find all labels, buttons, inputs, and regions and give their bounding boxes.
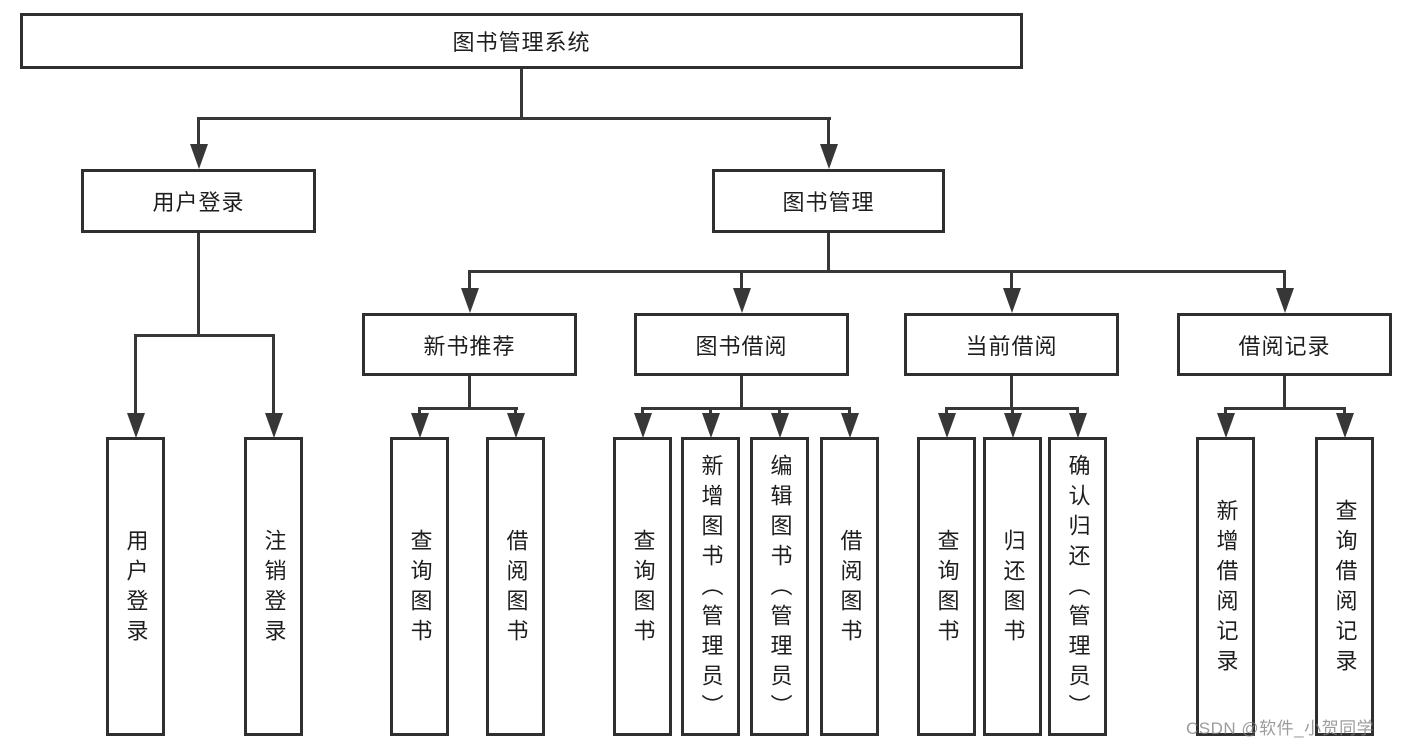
arrowhead-down-icon (820, 144, 838, 169)
arrowhead-down-icon (771, 413, 789, 438)
node-book-management-system: 图书管理系统 (20, 13, 1023, 69)
leaf-add-borrow-record: 新增借阅记录 (1196, 437, 1255, 736)
leaf-borrow-books: 借阅图书 (820, 437, 879, 736)
connector-drop-line (418, 407, 421, 417)
arrowhead-down-icon (1336, 413, 1354, 438)
arrowhead-down-icon (841, 413, 859, 438)
arrowhead-down-icon (938, 413, 956, 438)
connector-group-stem (1010, 376, 1013, 410)
connector-drop-line (514, 407, 517, 417)
arrowhead-down-icon (265, 413, 283, 438)
connector-drop-line (1283, 270, 1286, 290)
connector-userlogin-hline (134, 334, 275, 337)
connector-drop-line (134, 334, 137, 414)
leaf-user-login: 用户登录 (106, 437, 165, 736)
arrowhead-down-icon (127, 413, 145, 438)
connector-drop-line (778, 407, 781, 417)
leaf-query-books: 查询图书 (390, 437, 449, 736)
connector-drop-line (1343, 407, 1346, 417)
csdn-watermark: CSDN @软件_小贺同学 (1186, 719, 1375, 738)
arrowhead-down-icon (507, 413, 525, 438)
node-current-borrowing: 当前借阅 (904, 313, 1119, 376)
connector-group-hline (641, 407, 851, 410)
connector-drop-line (272, 334, 275, 414)
connector-group-hline (1224, 407, 1346, 410)
arrowhead-down-icon (461, 288, 479, 313)
connector-bookmgmt-hline (468, 270, 1285, 273)
connector-drop-line (1076, 407, 1079, 417)
node-new-book-recommendation: 新书推荐 (362, 313, 577, 376)
arrowhead-down-icon (411, 413, 429, 438)
connector-group-stem (1283, 376, 1286, 410)
arrowhead-down-icon (1217, 413, 1235, 438)
connector-drop-line (848, 407, 851, 417)
connector-drop-line (740, 270, 743, 290)
connector-group-stem (468, 376, 471, 410)
connector-root-stem (520, 69, 523, 119)
node-borrowing-records: 借阅记录 (1177, 313, 1392, 376)
leaf-add-books-admin: 新增图书（管理员） (681, 437, 740, 736)
node-book-borrowing: 图书借阅 (634, 313, 849, 376)
connector-drop-line (197, 117, 200, 147)
leaf-query-books: 查询图书 (917, 437, 976, 736)
leaf-return-books: 归还图书 (983, 437, 1042, 736)
leaf-query-borrow-record: 查询借阅记录 (1315, 437, 1374, 736)
leaf-edit-books-admin: 编辑图书（管理员） (750, 437, 809, 736)
connector-group-stem (740, 376, 743, 410)
node-user-login: 用户登录 (81, 169, 316, 233)
connector-drop-line (641, 407, 644, 417)
leaf-logout: 注销登录 (244, 437, 303, 736)
leaf-confirm-return-admin: 确认归还（管理员） (1048, 437, 1107, 736)
connector-group-hline (418, 407, 518, 410)
arrowhead-down-icon (1276, 288, 1294, 313)
arrowhead-down-icon (190, 144, 208, 169)
connector-drop-line (709, 407, 712, 417)
connector-userlogin-stem (197, 233, 200, 337)
connector-drop-line (468, 270, 471, 290)
connector-drop-line (1011, 407, 1014, 417)
arrowhead-down-icon (702, 413, 720, 438)
node-book-management: 图书管理 (712, 169, 945, 233)
connector-drop-line (827, 117, 830, 147)
arrowhead-down-icon (1069, 413, 1087, 438)
arrowhead-down-icon (733, 288, 751, 313)
leaf-borrow-books: 借阅图书 (486, 437, 545, 736)
arrowhead-down-icon (634, 413, 652, 438)
connector-bookmgmt-stem (827, 233, 830, 273)
leaf-query-books: 查询图书 (613, 437, 672, 736)
arrowhead-down-icon (1004, 413, 1022, 438)
connector-root-hline (197, 117, 831, 120)
connector-drop-line (945, 407, 948, 417)
connector-drop-line (1224, 407, 1227, 417)
arrowhead-down-icon (1003, 288, 1021, 313)
connector-drop-line (1010, 270, 1013, 290)
